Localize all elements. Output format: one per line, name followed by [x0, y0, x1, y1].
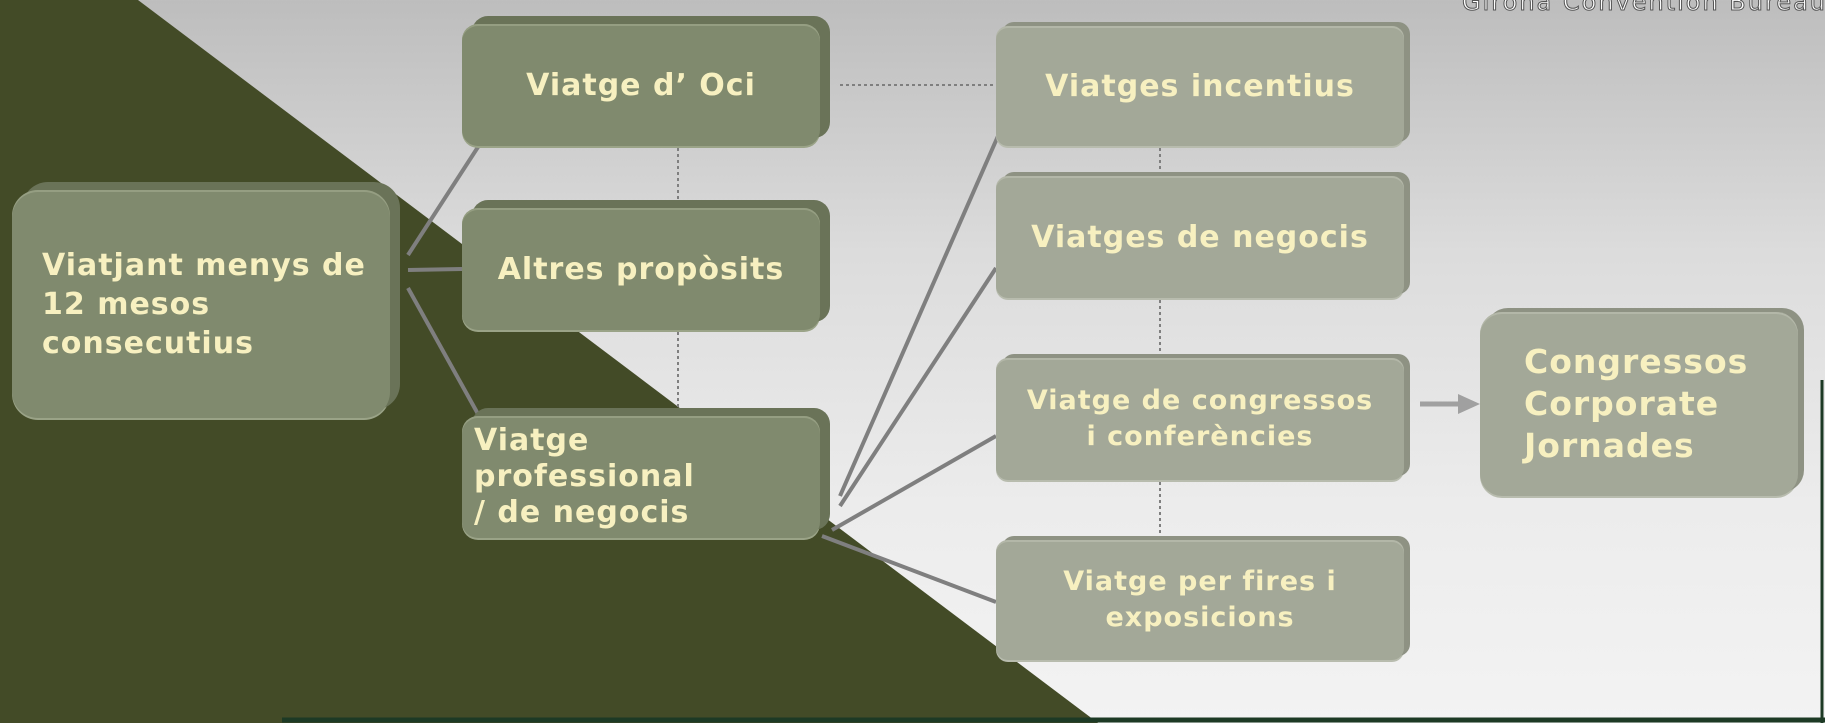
connector-root-prof	[406, 287, 480, 415]
node-viatge-congressos: Viatge de congressos i conferències	[996, 358, 1404, 480]
node-viatges-incentius-label: Viatges incentius	[1045, 68, 1355, 104]
connector-root-altres	[407, 267, 463, 272]
connector-prof-incentius	[838, 135, 1000, 497]
node-altres-proposits: Altres propòsits	[462, 208, 820, 330]
watermark-text: Girona Convention Bureau	[1462, 0, 1825, 17]
node-viatge-professional: Viatge professional / de negocis	[462, 416, 820, 538]
node-viatge-fires-label: Viatge per fires i exposicions	[1063, 566, 1337, 633]
node-viatge-oci: Viatge d’ Oci	[462, 24, 820, 146]
node-root-label: Viatjant menys de 12 mesos consecutius	[42, 247, 366, 361]
node-result-congressos-label: Congressos Corporate Jornades	[1524, 342, 1749, 465]
connector-prof-negocis	[838, 266, 998, 508]
node-viatge-professional-label: Viatge professional / de negocis	[474, 423, 695, 530]
node-viatges-negocis-label: Viatges de negocis	[1031, 219, 1369, 255]
connector-root-oci	[406, 145, 480, 257]
node-altres-proposits-label: Altres propòsits	[497, 251, 785, 287]
connector-prof-fires	[821, 534, 997, 604]
arrow-to-result	[1420, 394, 1480, 414]
node-viatge-fires: Viatge per fires i exposicions	[996, 540, 1404, 660]
node-viatge-congressos-label: Viatge de congressos i conferències	[1026, 385, 1374, 452]
node-viatges-negocis: Viatges de negocis	[996, 176, 1404, 298]
node-root: Viatjant menys de 12 mesos consecutius	[12, 190, 390, 418]
node-viatge-oci-label: Viatge d’ Oci	[526, 67, 756, 103]
connector-prof-congressos	[831, 434, 997, 532]
node-viatges-incentius: Viatges incentius	[996, 26, 1404, 146]
node-result-congressos: Congressos Corporate Jornades	[1480, 312, 1798, 496]
